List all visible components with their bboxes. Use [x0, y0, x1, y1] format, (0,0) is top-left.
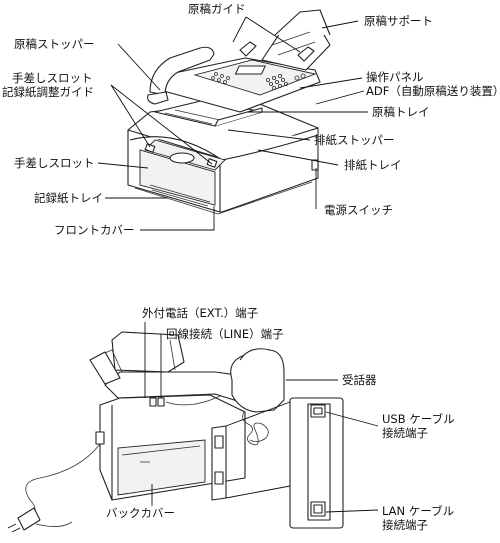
usb-port-label-line2: 接続端子	[382, 426, 428, 440]
ext-jack-label: 外付電話（EXT.）端子	[142, 306, 258, 320]
document-support-label: 原稿サポート	[364, 14, 433, 28]
manual-slot-guide-label-line1: 手差しスロット	[12, 71, 93, 85]
lan-port-label-line1: LAN ケーブル	[382, 504, 454, 518]
document-stopper-label: 原稿ストッパー	[14, 37, 95, 51]
output-tray-label: 排紙トレイ	[344, 158, 402, 172]
control-panel-label: 操作パネル	[366, 70, 424, 84]
line-jack-label: 回線接続（LINE）端子	[166, 327, 284, 341]
manual-slot-guide-label-line2: 記録紙調整ガイド	[2, 85, 94, 99]
fax-rear-illustration	[8, 332, 343, 532]
adf-label: ADF（自動原稿送り装置）	[366, 84, 500, 98]
manual-slot-label: 手差しスロット	[14, 156, 95, 170]
back-cover-label: バックカバー	[106, 506, 175, 520]
power-switch-label: 電源スイッチ	[324, 203, 393, 217]
document-tray-label: 原稿トレイ	[372, 105, 430, 119]
output-stopper-label: 排紙ストッパー	[314, 133, 395, 147]
handset-label: 受話器	[342, 373, 377, 387]
document-guide-label: 原稿ガイド	[188, 2, 246, 16]
usb-port-label-line1: USB ケーブル	[382, 412, 455, 426]
front-cover-label: フロントカバー	[54, 223, 135, 237]
paper-tray-label: 記録紙トレイ	[34, 191, 103, 205]
lan-port-label-line2: 接続端子	[382, 518, 428, 532]
